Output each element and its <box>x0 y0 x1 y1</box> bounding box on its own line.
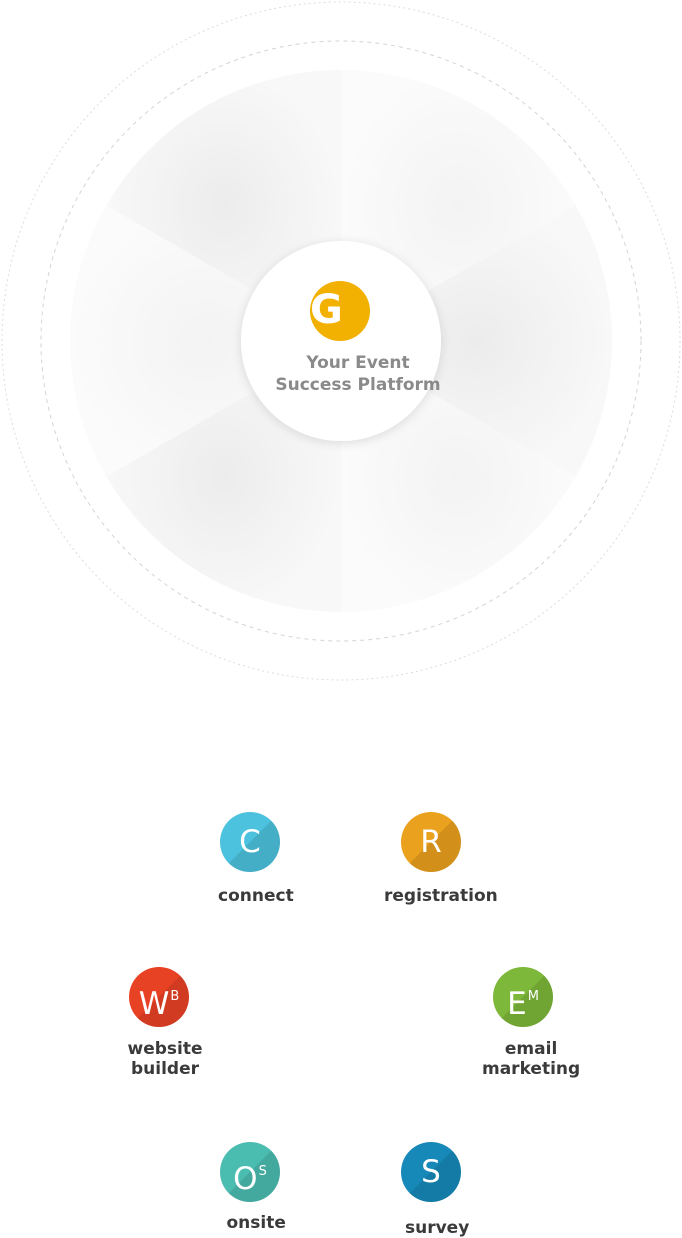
onsite-label: onsite <box>227 1213 286 1233</box>
registration-icon-letter: R <box>420 824 442 860</box>
email-marketing-icon-letter: EM <box>507 986 539 1022</box>
wheel-segment <box>341 205 612 477</box>
wheel-segment <box>69 205 341 477</box>
website-builder-label-line: builder <box>131 1059 200 1079</box>
connect-label-line: connect <box>218 886 294 906</box>
website-builder-icon[interactable]: WB <box>129 967 189 1027</box>
website-builder-icon-letter: WB <box>138 986 180 1022</box>
onsite-icon-letter: OS <box>233 1161 267 1197</box>
survey-label: survey <box>405 1218 469 1238</box>
survey-icon[interactable]: S <box>401 1142 461 1202</box>
wheel-graphic <box>1 1 681 681</box>
registration-label-line: registration <box>384 886 498 906</box>
outer-dotted-ring <box>1 1 681 681</box>
inner-dashed-ring <box>40 40 642 642</box>
email-marketing-icon[interactable]: EM <box>493 967 553 1027</box>
onsite-icon[interactable]: OS <box>220 1142 280 1202</box>
email-marketing-label-line: marketing <box>482 1059 581 1079</box>
survey-icon-letter: S <box>421 1154 441 1190</box>
connect-icon[interactable]: C <box>220 812 280 872</box>
tagline-line-1: Your Event <box>306 353 410 373</box>
registration-icon[interactable]: R <box>401 812 461 872</box>
onsite-label-line: onsite <box>226 1213 286 1233</box>
registration-label: registration <box>384 886 498 906</box>
connect-label: connect <box>218 886 294 906</box>
email-marketing-label-line: email <box>504 1039 558 1059</box>
platform-logo-icon: G <box>310 281 370 341</box>
tagline-line-2: Success Platform <box>275 375 441 395</box>
connect-icon-letter: C <box>239 824 261 860</box>
website-builder-label-line: website <box>127 1039 203 1059</box>
survey-label-line: survey <box>405 1218 470 1238</box>
platform-tagline: Your Event Success Platform <box>258 352 458 396</box>
center-disc <box>241 241 441 441</box>
